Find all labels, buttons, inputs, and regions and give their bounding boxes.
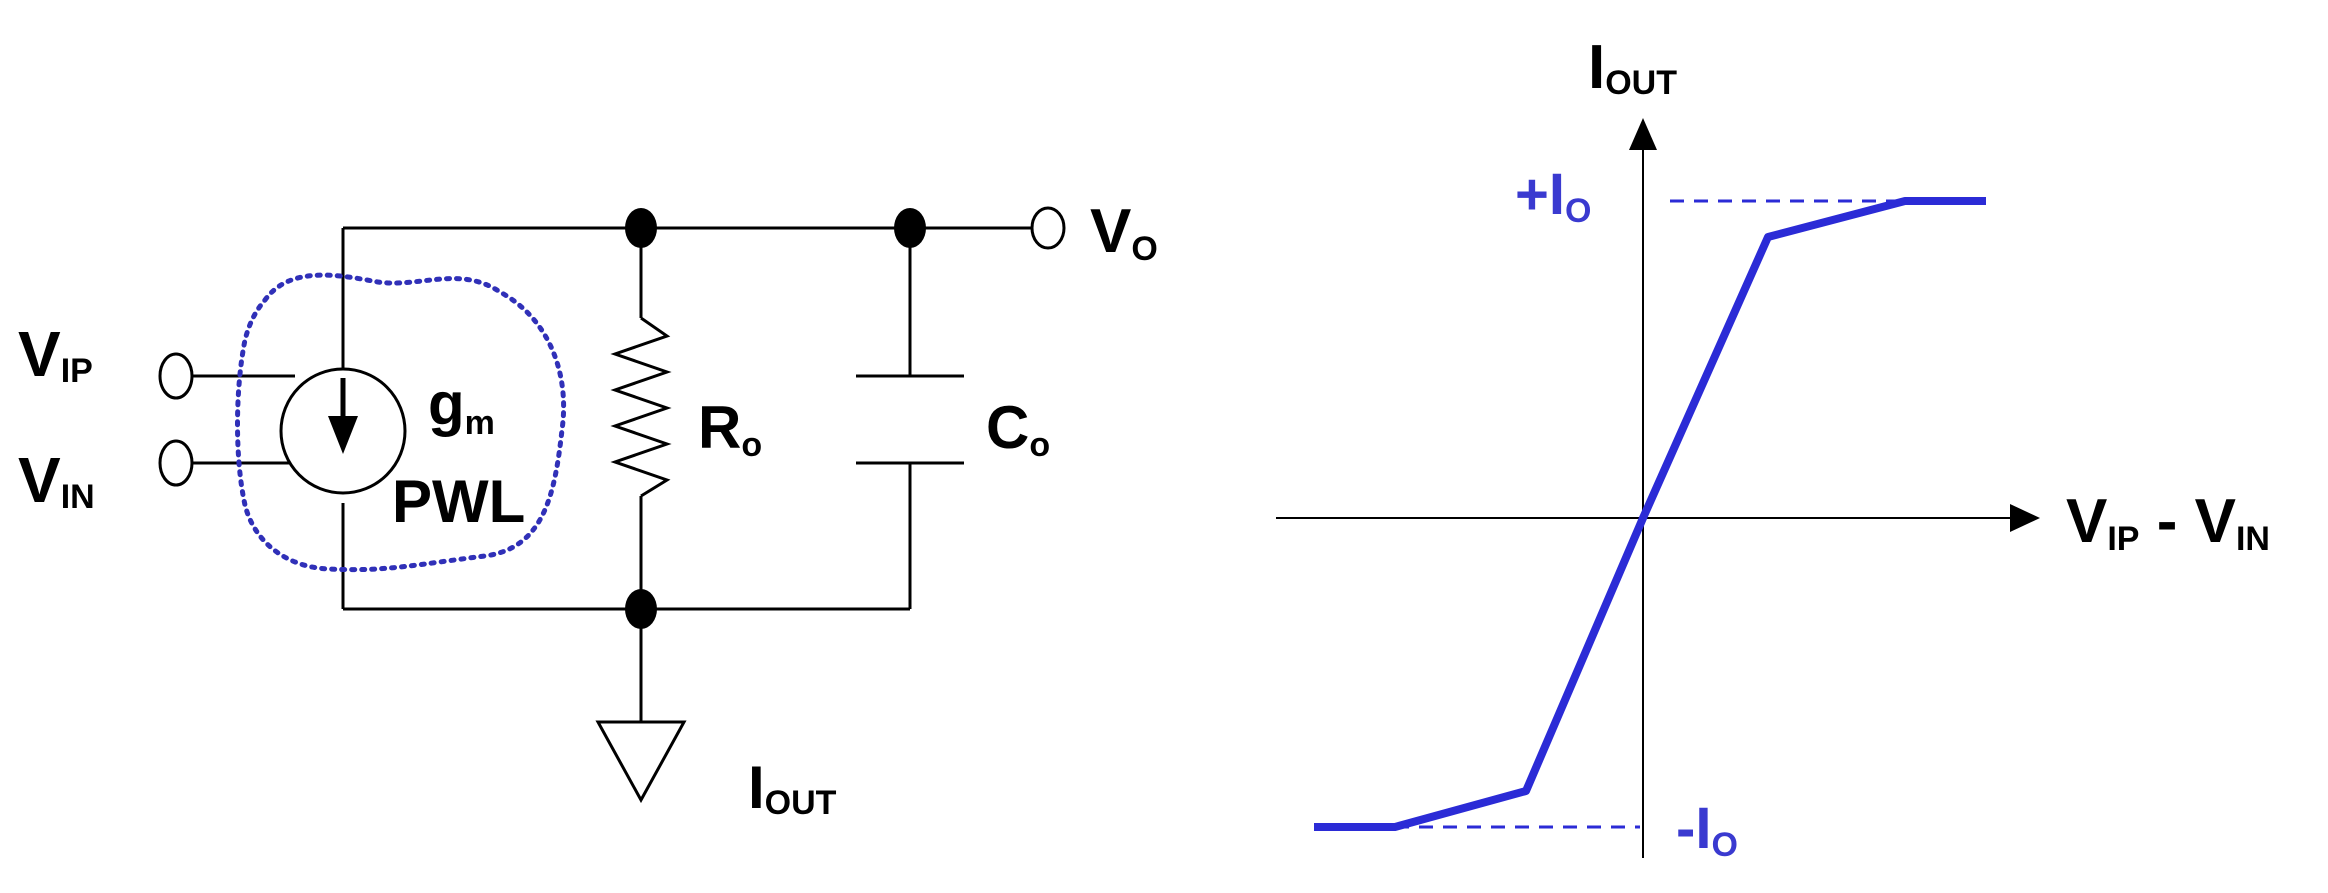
vin-terminal[interactable] [158,439,194,487]
x-axis-arrow-icon [2010,504,2040,532]
label-vo: VO [1090,197,1158,268]
label-negative-limit: -IO [1676,796,1738,864]
label-vip-minus-vin: VIP - VIN [2066,487,2270,558]
resistor-zigzag [610,316,672,498]
junction-bottom [625,589,657,629]
pwl-transfer-curve [1314,197,1986,831]
vo-terminal[interactable] [1030,206,1066,250]
junction-top-right [894,208,926,248]
current-source [279,367,407,495]
label-iout-circuit: IOUT [748,754,837,822]
label-pwl: PWL [392,468,525,535]
label-iout-axis: IOUT [1588,33,1677,102]
ground-triangle-icon [595,720,687,804]
transfer-characteristic: IOUT VIP - VIN +IO -IO [1276,33,2270,864]
label-positive-limit: +IO [1515,162,1591,230]
label-vip: VIP [18,318,93,390]
label-gm: gm [428,370,495,442]
junction-top-left [625,208,657,248]
label-ro: Ro [698,394,762,464]
label-co: Co [986,394,1050,464]
circuit-schematic: VIP VIN gm PWL Ro Co VO IOUT [18,197,1158,822]
y-axis-arrow-icon [1629,118,1657,150]
vip-terminal[interactable] [158,352,194,400]
label-vin: VIN [18,444,95,516]
pwl-dotted-outline [235,272,567,573]
